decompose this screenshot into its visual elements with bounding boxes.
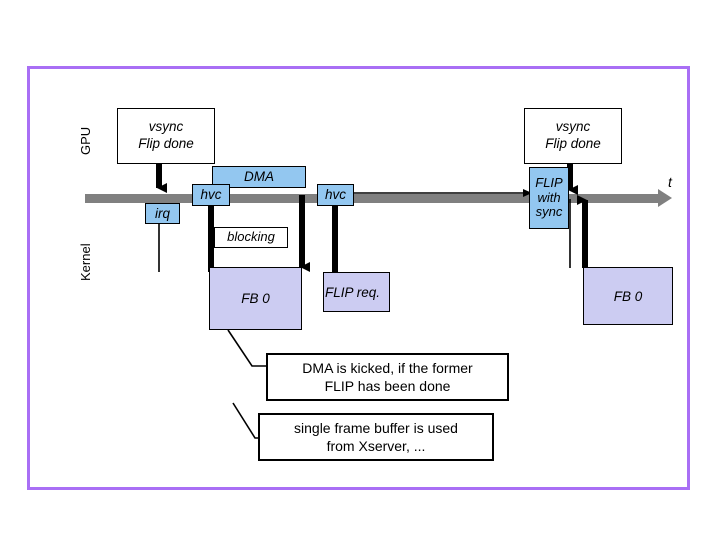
gpu-event-vsync-right[interactable]: vsync Flip done: [524, 108, 622, 164]
callout-fb-line2: from Xserver, ...: [326, 438, 426, 454]
vsync-right-line1: vsync: [555, 119, 591, 135]
timeline-block-hvc-1[interactable]: hvc: [192, 184, 230, 206]
timeline-block-flip-with-sync[interactable]: FLIP with sync: [529, 167, 569, 229]
timeline-arrow-head-icon: [658, 189, 672, 207]
flip-with-sync-line1: FLIP: [535, 175, 563, 191]
gpu-event-vsync-left[interactable]: vsync Flip done: [117, 108, 215, 164]
callout-single-framebuffer[interactable]: single frame buffer is used from Xserver…: [258, 413, 494, 461]
flip-with-sync-line3: sync: [535, 204, 563, 220]
leader-line-callout-dma: [227, 329, 268, 367]
kernel-block-fb0-right[interactable]: FB 0: [583, 267, 673, 325]
vsync-left-line1: vsync: [148, 119, 184, 135]
vsync-right-line2: Flip done: [545, 136, 601, 151]
lane-label-kernel: Kernel: [78, 243, 93, 281]
time-axis-label: t: [668, 174, 672, 190]
timeline-axis: [85, 194, 658, 203]
timeline-block-hvc-2[interactable]: hvc: [317, 184, 354, 206]
flip-with-sync-line2: with: [537, 189, 561, 205]
vsync-left-line2: Flip done: [138, 136, 194, 151]
slide-frame-border: [27, 66, 690, 490]
callout-fb-line1: single frame buffer is used: [294, 419, 458, 436]
timeline-block-irq[interactable]: irq: [145, 203, 180, 224]
timeline-block-dma[interactable]: DMA: [212, 166, 306, 188]
kernel-block-blocking[interactable]: blocking: [214, 227, 288, 248]
callout-dma-line2: FLIP has been done: [324, 378, 451, 394]
lane-label-gpu: GPU: [78, 126, 93, 155]
callout-dma-kicked[interactable]: DMA is kicked, if the former FLIP has be…: [266, 353, 509, 401]
callout-dma-line1: DMA is kicked, if the former: [302, 359, 473, 376]
kernel-block-flip-req[interactable]: FLIP req.: [323, 272, 390, 312]
kernel-block-fb0-left[interactable]: FB 0: [209, 267, 302, 330]
